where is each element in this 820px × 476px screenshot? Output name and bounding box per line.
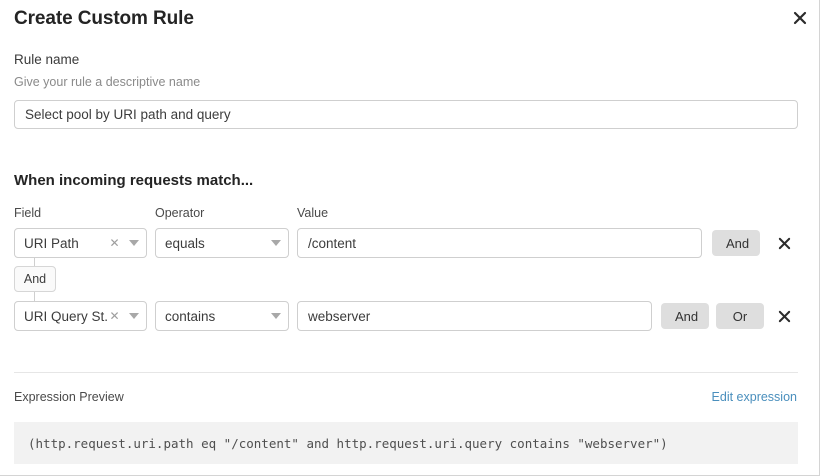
chevron-down-icon[interactable] (122, 240, 146, 246)
and-button-1[interactable]: And (712, 230, 760, 256)
rule-name-description: Give your rule a descriptive name (14, 75, 201, 89)
clear-icon[interactable]: ✕ (109, 309, 120, 323)
value-input-2[interactable] (297, 301, 652, 331)
operator-select-2[interactable]: contains (155, 301, 289, 331)
field-select-2-value: URI Query St... (24, 308, 107, 324)
condition-row: URI Query St... ✕ contains And Or (0, 301, 820, 331)
section-divider (14, 372, 798, 373)
field-select-2[interactable]: URI Query St... ✕ (14, 301, 147, 331)
remove-condition-1-icon[interactable] (774, 233, 794, 253)
and-button-2[interactable]: And (661, 303, 709, 329)
match-section-heading: When incoming requests match... (14, 172, 254, 189)
remove-condition-2-icon[interactable] (774, 306, 794, 326)
connector-and-chip[interactable]: And (14, 266, 56, 292)
page-title: Create Custom Rule (14, 8, 194, 29)
field-select-1-value: URI Path (24, 235, 79, 251)
column-header-operator: Operator (155, 206, 205, 220)
column-header-field: Field (14, 206, 42, 220)
edit-expression-link[interactable]: Edit expression (711, 390, 797, 404)
or-button-2[interactable]: Or (716, 303, 764, 329)
operator-select-1[interactable]: equals (155, 228, 289, 258)
chevron-down-icon[interactable] (122, 313, 146, 319)
rule-name-input[interactable] (14, 100, 798, 129)
column-header-value: Value (297, 206, 329, 220)
close-icon[interactable] (789, 7, 811, 29)
chevron-down-icon[interactable] (264, 240, 288, 246)
clear-icon[interactable]: ✕ (109, 236, 120, 250)
field-select-1[interactable]: URI Path ✕ (14, 228, 147, 258)
rule-name-label: Rule name (14, 52, 80, 67)
expression-preview-label: Expression Preview (14, 390, 124, 404)
condition-row: URI Path ✕ equals And (0, 228, 820, 258)
expression-preview-box: (http.request.uri.path eq "/content" and… (14, 422, 798, 464)
value-input-1[interactable] (297, 228, 702, 258)
connector-line-bottom (34, 292, 35, 301)
expression-preview-text: (http.request.uri.path eq "/content" and… (28, 435, 668, 451)
operator-select-2-value: contains (165, 308, 216, 324)
operator-select-1-value: equals (165, 235, 205, 251)
connector-line-top (34, 258, 35, 267)
chevron-down-icon[interactable] (264, 313, 288, 319)
